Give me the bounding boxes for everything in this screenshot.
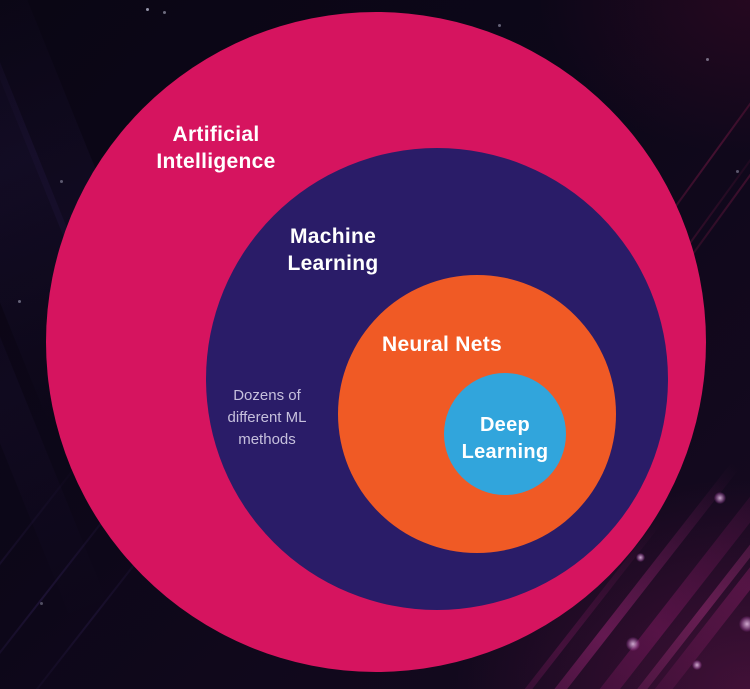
star-dot xyxy=(146,8,149,11)
neural-nets-label: Neural Nets xyxy=(381,333,502,356)
star-dot xyxy=(498,24,501,27)
deep-learning-circle xyxy=(444,373,566,495)
star-dot xyxy=(706,58,709,61)
star-dot xyxy=(40,602,43,605)
ml-methods-note: Dozens of different ML methods xyxy=(227,387,307,448)
star-dot xyxy=(736,170,739,173)
glow-particle xyxy=(739,616,750,632)
glow-particle xyxy=(626,637,640,651)
star-dot xyxy=(163,11,166,14)
artificial-intelligence-label: Artificial Intelligence xyxy=(156,123,276,173)
star-dot xyxy=(60,180,63,183)
glow-particle xyxy=(636,553,645,562)
glow-particle xyxy=(714,492,726,504)
background-streak xyxy=(0,451,89,689)
deep-learning-label: Deep Learning xyxy=(461,414,549,463)
machine-learning-label: Machine Learning xyxy=(287,225,379,275)
glow-particle xyxy=(692,660,702,670)
star-dot xyxy=(18,300,21,303)
